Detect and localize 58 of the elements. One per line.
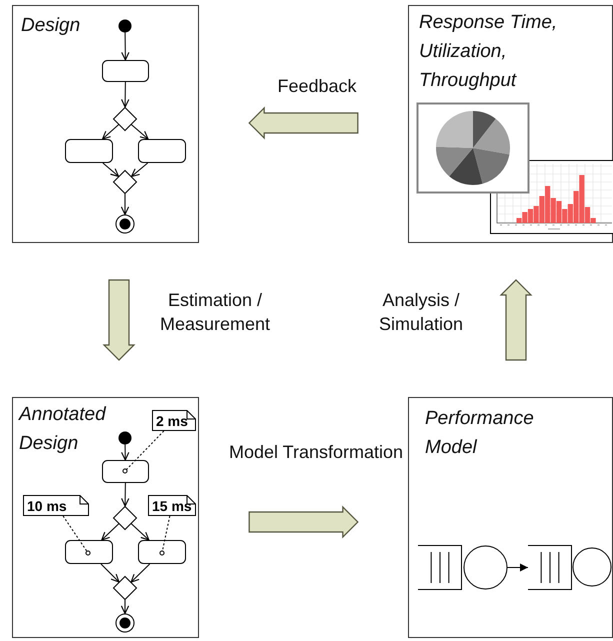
arrow	[120, 194, 130, 216]
decision-diamond	[113, 506, 137, 530]
panel-title: Response Time, Utilization, Throughput	[419, 11, 558, 93]
edge-label: Feedback	[276, 75, 358, 98]
arrow	[507, 564, 528, 572]
leader-line	[126, 430, 164, 470]
panel	[408, 397, 613, 638]
action-box	[102, 60, 149, 82]
panel-title: Annotated Design	[19, 403, 108, 456]
panel	[12, 5, 199, 243]
panel-title: Performance Model	[425, 407, 535, 460]
server-circle	[463, 545, 508, 590]
duration-label: 2 ms	[156, 413, 188, 429]
edge-label: Model Transformation	[228, 441, 404, 464]
arrow	[121, 32, 130, 61]
leader-line	[162, 516, 170, 552]
start-node	[118, 19, 132, 33]
arrow	[100, 564, 120, 583]
action-box	[138, 139, 186, 163]
server-circle	[572, 546, 612, 588]
arrow	[121, 82, 130, 108]
note	[23, 495, 89, 516]
decision-diamond	[113, 107, 137, 131]
arrow	[130, 124, 149, 140]
decision-diamond	[113, 576, 137, 600]
block-arrow	[248, 506, 359, 538]
block-arrow	[102, 279, 136, 361]
panel-title: Design	[21, 14, 82, 38]
arrow	[130, 162, 148, 178]
arrow	[130, 523, 150, 541]
action-box	[65, 139, 113, 163]
edge-label: Estimation / Measurement	[158, 289, 272, 336]
duration-label: 10 ms	[27, 498, 67, 514]
decision-diamond	[113, 170, 137, 194]
action-box	[138, 540, 186, 564]
block-arrow	[248, 106, 358, 140]
arrow	[120, 600, 130, 614]
arrow	[102, 162, 120, 177]
arrow	[101, 523, 120, 541]
note	[152, 410, 196, 431]
end-node	[115, 214, 135, 234]
duration-label: 15 ms	[152, 498, 192, 514]
action-box	[65, 540, 113, 564]
action-box	[102, 460, 149, 483]
panel	[408, 5, 613, 243]
arrow	[121, 444, 130, 461]
block-arrow	[500, 279, 532, 361]
arrow	[130, 564, 150, 583]
end-node	[115, 613, 135, 633]
leader-line	[62, 516, 88, 552]
note	[148, 495, 196, 516]
arrow	[121, 482, 130, 507]
start-node	[118, 431, 132, 445]
queue-symbol	[418, 545, 462, 590]
panel	[12, 397, 199, 638]
arrow	[102, 124, 120, 140]
edge-label: Analysis / Simulation	[378, 289, 464, 336]
queue-symbol	[528, 545, 572, 590]
